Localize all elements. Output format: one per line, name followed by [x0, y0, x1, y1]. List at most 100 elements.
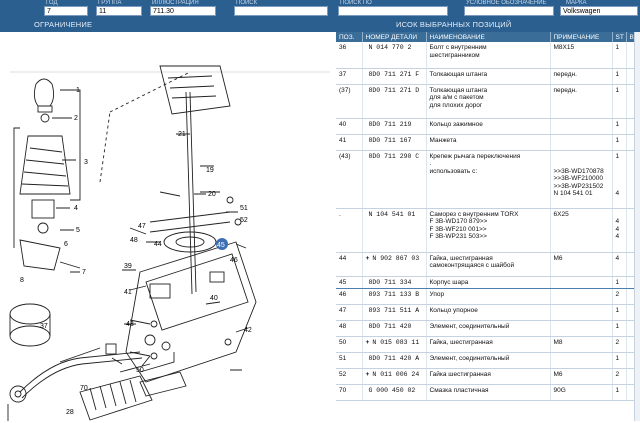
callout-39[interactable]: 39: [124, 263, 132, 270]
callout-44[interactable]: 44: [154, 241, 162, 248]
row-pos: .: [336, 208, 363, 253]
illustration-field[interactable]: 711.30: [150, 6, 216, 16]
callout-21[interactable]: 21: [178, 131, 186, 138]
row-part-number: 8D0 711 420: [362, 320, 427, 337]
callout-42[interactable]: 42: [244, 327, 252, 334]
brand-select[interactable]: Volkswagen: [560, 6, 638, 16]
row-name: Болт с внутренним шестигранником: [426, 42, 551, 69]
col-header-name[interactable]: НАИМЕНОВАНИЕ: [426, 32, 551, 42]
row-note: M8: [550, 336, 613, 353]
row-part-number: 893 711 511 A: [362, 304, 427, 321]
row-name: Кольцо зажимное: [426, 118, 551, 135]
selected-positions-title: ИСОК ВЫБРАННЫХ ПОЗИЦИЙ: [396, 20, 512, 29]
row-part-number: 8D0 711 334: [362, 275, 427, 289]
row-part-text: N 015 083 11: [372, 338, 420, 346]
table-header-row: ПОЗ. НОМЕР ДЕТАЛИ НАИМЕНОВАНИЕ ПРИМЕЧАНИ…: [336, 32, 640, 42]
row-part-number: 8D0 711 167: [362, 134, 427, 151]
callout-40[interactable]: 40: [210, 295, 218, 302]
callout-4[interactable]: 4: [74, 205, 78, 212]
col-header-pos[interactable]: ПОЗ.: [336, 32, 363, 42]
callout-3[interactable]: 3: [84, 159, 88, 166]
callout-70[interactable]: 70: [80, 385, 88, 392]
callout-52[interactable]: 52: [240, 217, 248, 224]
callout-8[interactable]: 8: [20, 277, 24, 284]
field-label-illustration: ИЛЛЮСТРАЦИЯ: [152, 0, 199, 6]
callout-41[interactable]: 41: [124, 289, 132, 296]
callout-6[interactable]: 6: [64, 241, 68, 248]
callout-47[interactable]: 47: [138, 223, 146, 230]
push-rod: [19, 351, 143, 399]
callout-2[interactable]: 2: [74, 115, 78, 122]
field-label-search: ПОИСК: [236, 0, 258, 6]
row-pos: (43): [336, 150, 363, 209]
callout-5[interactable]: 5: [76, 227, 80, 234]
callout-43[interactable]: 43: [126, 321, 134, 328]
row-note: >>3B-WD170878 >>3B-WF210000 >>3B-WP23150…: [550, 150, 613, 209]
callout-48[interactable]: 48: [130, 237, 138, 244]
row-part-number: +N 015 083 11: [362, 336, 427, 353]
col-header-note[interactable]: ПРИМЕЧАНИЕ: [550, 32, 613, 42]
row-name: Корпус шара: [426, 275, 551, 289]
col-header-part[interactable]: НОМЕР ДЕТАЛИ: [362, 32, 427, 42]
row-name: Элемент, соединительный: [426, 352, 551, 369]
search-field[interactable]: [234, 6, 328, 16]
row-st: 1: [612, 304, 627, 321]
exploded-parts-diagram: 1 2 3 4 5 6 7 8 19 20 21 28 29 37 39 40 …: [7, 65, 330, 422]
row-pos: 50: [336, 336, 363, 353]
callout-50[interactable]: 50: [136, 367, 144, 374]
callout-20[interactable]: 20: [208, 191, 216, 198]
callout-1[interactable]: 1: [76, 87, 80, 94]
row-name: Манжета: [426, 134, 551, 151]
row-part-text: 8D0 711 290 C: [368, 152, 420, 160]
row-name: Гайка, шестигранная самоконтрящаяся с ша…: [426, 252, 551, 277]
search-by-field[interactable]: [338, 6, 448, 16]
row-part-number: +N 011 006 24: [362, 368, 427, 385]
row-part-number: +N 902 867 03: [362, 252, 427, 277]
row-part-number: N 014 770 2: [362, 42, 427, 69]
row-name: Упор: [426, 288, 551, 305]
bellows: [79, 375, 153, 421]
designation-field[interactable]: [464, 6, 554, 16]
row-part-number: N 104 541 01: [362, 208, 427, 253]
callout-45[interactable]: 45: [217, 242, 225, 249]
callout-28[interactable]: 28: [66, 409, 74, 416]
callout-7[interactable]: 7: [82, 269, 86, 276]
row-mark: +: [365, 254, 370, 262]
row-st: 1: [612, 118, 627, 135]
callout-46[interactable]: 46: [230, 257, 238, 264]
row-part-text: N 011 006 24: [372, 370, 420, 378]
table-scrollbar[interactable]: [634, 32, 640, 421]
callout-37[interactable]: 37: [40, 323, 48, 330]
col-header-st[interactable]: ST: [612, 32, 627, 42]
row-pos: 52: [336, 368, 363, 385]
row-pos: 70: [336, 384, 363, 401]
restriction-title: ОГРАНИЧЕНИЕ: [34, 20, 93, 29]
group-field[interactable]: 11: [96, 6, 142, 16]
callout-19[interactable]: 19: [206, 167, 214, 174]
callout-51[interactable]: 51: [240, 205, 248, 212]
row-note: M6: [550, 252, 613, 277]
year-field[interactable]: 7: [44, 6, 88, 16]
row-pos: 37: [336, 68, 363, 85]
row-name: Элемент, соединительный: [426, 320, 551, 337]
row-st: 1 4: [612, 150, 627, 209]
row-part-text: N 104 541 01: [368, 210, 416, 218]
row-note: 90G: [550, 384, 613, 401]
field-label-brand: МАРКА: [566, 0, 587, 6]
